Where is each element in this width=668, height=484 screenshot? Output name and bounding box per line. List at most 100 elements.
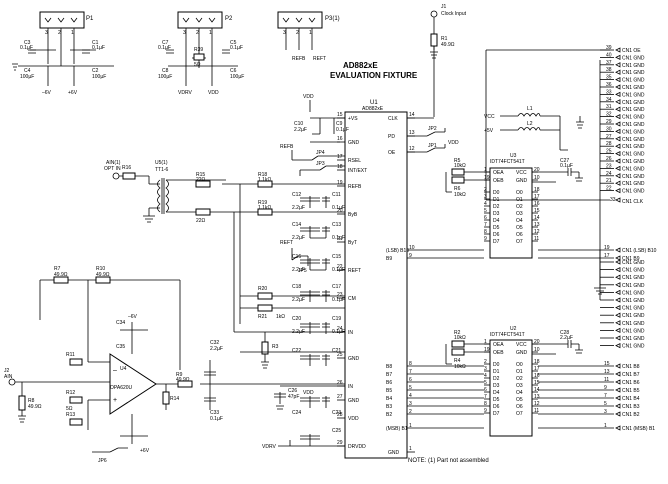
r15-label: R15 (196, 172, 205, 178)
u1-rpin-name-1: GND (388, 450, 400, 456)
u2-right-pinnum-7: 13 (534, 394, 540, 400)
cn1-top-pin-2: 37 (606, 60, 612, 66)
c21-label: C21 (332, 348, 341, 354)
c6-value: 100µF (230, 74, 244, 80)
cn1-mid-label-7: CN1 GND (622, 313, 645, 319)
u3-right-pinnum-6: 14 (534, 215, 540, 221)
u3-left-pinnum-9: 9 (484, 236, 487, 242)
cn1-arrow-icon (615, 259, 621, 265)
p2-pin3: 3 (183, 30, 186, 36)
cn1-data-label-8: CN1 B2 (622, 412, 640, 418)
r11-value: 5Ω (66, 406, 73, 412)
r20-label: R21 (258, 314, 267, 320)
u1-bit-label-3: B7 (386, 372, 392, 378)
cn1-arrow-icon (615, 274, 621, 280)
r9-body (177, 380, 193, 388)
cn1-data-label-5: CN1 B5 (622, 388, 640, 394)
c11-value: 0.1µF (332, 205, 345, 211)
c28-label: C28 (560, 330, 569, 336)
r13-label: R14 (170, 396, 179, 402)
cn1-top-pin-9: 32 (606, 112, 612, 118)
u1-bit-label-0: (LSB) B10 (386, 248, 409, 254)
cn1-clk-row: 33 CN1 CLK (610, 197, 644, 205)
r11-body (69, 396, 83, 404)
u3-left-pinnum-2: 2 (484, 187, 487, 193)
u1-bit-label-4: B6 (386, 380, 392, 386)
u1-pin-name-15: +VS (348, 116, 358, 122)
u2-right-pinnum-6: 14 (534, 387, 540, 393)
fixture-title-line1: AD882xE (343, 61, 378, 70)
c3-label: C3 (24, 40, 31, 46)
u1-pin-name-25: GND (348, 356, 360, 362)
cn1-mid-label-9: CN1 GND (622, 328, 645, 334)
u3-left-pin-d3: D3 (493, 211, 500, 217)
r18-body (257, 208, 273, 216)
r2-value: 10kΩ (454, 335, 466, 341)
cn1-top-pin-14: 25 (606, 149, 612, 155)
u1-bit-label-5: B5 (386, 388, 392, 394)
j1-connector-icon (430, 10, 438, 18)
r6-label: R6 (454, 186, 461, 192)
cn1-arrow-icon (615, 363, 621, 369)
cn1-arrow-icon (615, 342, 621, 349)
connector-p3: P3(1) 3 2 1 REFB REFT (277, 11, 340, 62)
cn1-mid-label-5: CN1 GND (622, 298, 645, 304)
cn1-top-label-6: CN1 GND (622, 92, 645, 98)
u1-bit-pin-5: 5 (409, 385, 412, 391)
u1-body (344, 111, 408, 459)
u3-right-pin-o6: O6 (516, 232, 523, 238)
c26-label: C26 (288, 388, 297, 394)
r5-value: 10kΩ (454, 163, 466, 169)
cn1-top-pin-12: 27 (606, 134, 612, 140)
cn1-top-label-10: CN1 GND (622, 122, 645, 128)
u2-left-pinnum-5: 5 (484, 380, 487, 386)
u3-right-pin-o2: O2 (516, 204, 523, 210)
r20-value: 1kΩ (276, 314, 285, 320)
u1-bit-label-6: B4 (386, 396, 392, 402)
c18-value: 2.2µF (292, 297, 305, 303)
u3-left-pinnum-5: 5 (484, 208, 487, 214)
p1-minus6-label: –6V (42, 90, 52, 96)
cn1-data-pin-9: 1 (604, 423, 607, 429)
p2-vdrv-label: VDRV (178, 90, 192, 96)
u1-pin-num-15: 15 (337, 112, 343, 118)
u1-rpin-num-13: 13 (409, 130, 415, 136)
cn1-arrow-icon (615, 387, 621, 393)
u1-rpin-num-14: 14 (409, 112, 415, 118)
r15-value: 22Ω (196, 177, 206, 183)
j1-label: J1 (441, 4, 447, 10)
u2-right-pinnum-8: 12 (534, 401, 540, 407)
cn1-top-pin-18: 21 (606, 178, 612, 184)
cn1-arrow-icon (615, 297, 621, 303)
u2-right-pinnum-9: 11 (534, 408, 539, 414)
u1-pin-num-23: 23 (337, 292, 343, 298)
r21-label: R3 (272, 344, 279, 350)
u1-pin-num-27: 27 (337, 394, 343, 400)
u2-right-pinnum-0: 20 (534, 339, 540, 345)
cn1-arrow-icon (615, 99, 621, 105)
cn1-top-label-5: CN1 GND (622, 85, 645, 91)
u2-right-pin-o2: O2 (516, 376, 523, 382)
connector-p2: P2 3 2 1 (177, 11, 233, 36)
cn1-data-pin-8: 3 (604, 409, 607, 415)
cn1-top-label-12: CN1 GND (622, 137, 645, 143)
r19-body (257, 292, 273, 300)
u3-right-pinnum-9: 11 (534, 236, 539, 242)
u3-support: R5 10kΩ R6 10kΩ C27 0.1µF (445, 158, 583, 198)
r39-body (193, 53, 205, 61)
u3-left-pinnum-7: 7 (484, 222, 487, 228)
c4-value: 100µF (20, 74, 34, 80)
opamp-minus-icon: – (113, 367, 117, 374)
u3-ref: U3 (510, 153, 517, 159)
u2-right-pin-vcc: VCC (516, 342, 527, 348)
cn1-data-label-1: CN1 B9 (622, 256, 640, 262)
r5-label: R5 (454, 158, 461, 164)
u3-right-pin-o4: O4 (516, 218, 523, 224)
c15-value: 0.1µF (332, 267, 345, 273)
clock-input-j1: J1 Clock Input R1 49.9Ω (407, 4, 467, 119)
cn1-arrow-icon (615, 312, 621, 318)
cn1-arrow-icon (615, 143, 621, 149)
r6-body (451, 176, 465, 184)
cn1-top-label-14: CN1 GND (622, 152, 645, 158)
